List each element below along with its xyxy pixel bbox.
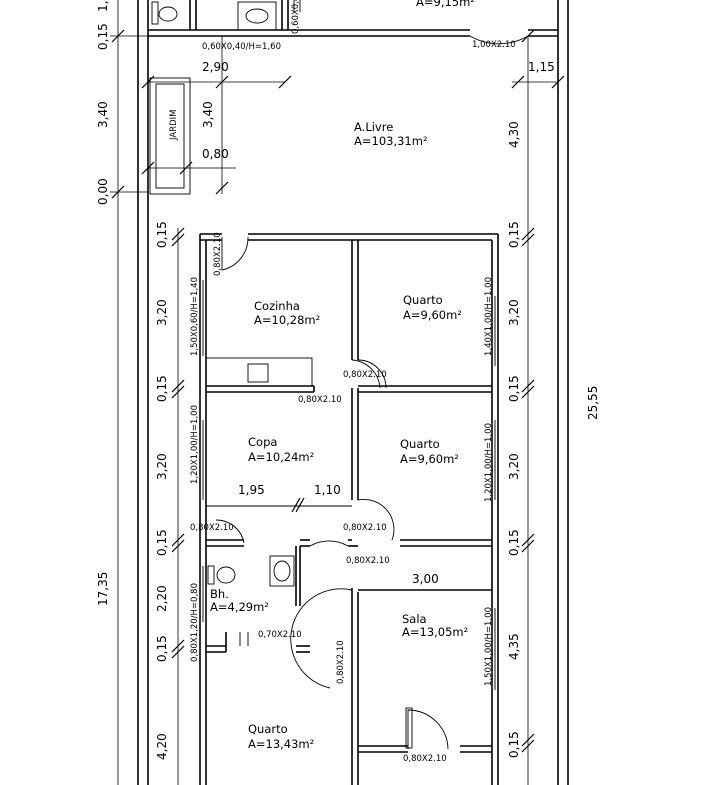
cozinha-name: Cozinha [254,299,300,313]
svg-text:3,40: 3,40 [96,101,110,128]
svg-text:2,20: 2,20 [155,585,169,612]
svg-text:0,15: 0,15 [96,23,110,50]
svg-text:1,20X1,00/H=1,00: 1,20X1,00/H=1,00 [190,405,200,484]
svg-text:0,15: 0,15 [155,375,169,402]
svg-text:0,15: 0,15 [507,375,521,402]
room-labels: Cozinha A=10,28m² Quarto A=9,60m² Copa A… [210,293,468,751]
svg-text:0,80X2.10: 0,80X2.10 [346,556,390,566]
svg-text:0,80X2.10: 0,80X2.10 [190,523,234,533]
kitchen-sink-icon [247,363,269,383]
top-partial-building: A=9,15m² [148,0,558,45]
top-room-area: A=9,15m² [416,0,475,9]
svg-text:0,15: 0,15 [507,731,521,758]
svg-text:1,10: 1,10 [314,483,341,497]
inner-dimension-texts: 1,95 1,10 3,00 [238,483,492,591]
svg-text:0,15: 0,15 [155,635,169,662]
quarto1-name: Quarto [403,293,443,307]
doors [215,236,449,750]
svg-text:0,15: 0,15 [155,529,169,556]
quarto3-name: Quarto [248,722,288,736]
dim-340-inner: 3,40 [201,101,215,128]
svg-text:0,80X2.10: 0,80X2.10 [403,754,447,764]
svg-text:0,15: 0,15 [507,221,521,248]
bh-sink-icon [269,555,295,587]
svg-text:1,50X0,60/H=1,40: 1,50X0,60/H=1,40 [190,277,200,356]
left-dimension-texts: 0,15 1, 3,40 0,00 17,35 [96,1,110,606]
svg-text:0,80X2.10: 0,80X2.10 [298,395,342,405]
svg-text:1,00X2.10: 1,00X2.10 [472,40,516,50]
copa-name: Copa [248,435,277,449]
bh-area: A=4,29m² [210,600,269,614]
copa-area: A=10,24m² [248,450,314,464]
quarto2-name: Quarto [400,437,440,451]
svg-text:1,95: 1,95 [238,483,265,497]
svg-text:0,70X2.10: 0,70X2.10 [258,630,302,640]
svg-text:3,20: 3,20 [155,299,169,326]
svg-text:3,20: 3,20 [507,299,521,326]
svg-text:1,50X1,00/H=1,00: 1,50X1,00/H=1,00 [484,607,494,686]
lot-lines [137,0,569,785]
svg-text:0,80X2.10: 0,80X2.10 [343,370,387,380]
garden-area: A.Livre A=103,31m² JARDIM 2,90 3,40 0,80… [141,36,565,195]
svg-text:0,60X0,40: 0,60X0,40 [291,0,301,34]
house-walls [199,233,499,785]
livre-name: A.Livre [354,120,393,134]
jardim-label: JARDIM [169,110,179,141]
svg-text:4,30: 4,30 [507,121,521,148]
svg-text:0,80X2.10: 0,80X2.10 [213,232,223,276]
dim-080: 0,80 [202,147,229,161]
svg-text:3,20: 3,20 [507,453,521,480]
dim-290: 2,90 [202,60,229,74]
inner-left-dimensions: 0,15 3,20 0,15 3,20 0,15 2,20 0,15 4,20 [155,221,185,785]
sink-icon [237,1,277,31]
quarto2-area: A=9,60m² [400,452,459,466]
bh-name: Bh. [210,587,229,601]
svg-text:4,35: 4,35 [507,633,521,660]
svg-text:3,00: 3,00 [412,572,439,586]
svg-text:1,40X1,00/H=1,00: 1,40X1,00/H=1,00 [484,277,494,356]
sala-area: A=13,05m² [402,625,468,639]
svg-text:17,35: 17,35 [96,572,110,606]
svg-text:0,80X2.10: 0,80X2.10 [336,640,346,684]
opening-labels: 0,60X0,40/H=1,60 1,00X2.10 0,60X0,40 0,8… [190,0,516,764]
svg-text:1,20X1,00/H=1,00: 1,20X1,00/H=1,00 [484,423,494,502]
svg-text:0,15: 0,15 [507,529,521,556]
bh-toilet-icon [216,566,236,584]
svg-text:0,60X0,40/H=1,60: 0,60X0,40/H=1,60 [202,42,281,52]
svg-text:0,80X1,20/H=0,80: 0,80X1,20/H=0,80 [190,583,200,662]
svg-text:0,15: 0,15 [155,221,169,248]
svg-text:4,20: 4,20 [155,733,169,760]
cozinha-area: A=10,28m² [254,313,320,327]
quarto1-area: A=9,60m² [403,308,462,322]
svg-text:1,: 1, [96,1,110,12]
quarto3-area: A=13,43m² [248,737,314,751]
total-length: 25,55 [586,386,600,420]
dim-115: 1,15 [528,60,555,74]
toilet-icon [158,6,178,22]
svg-text:0,80X2.10: 0,80X2.10 [343,523,387,533]
sala-name: Sala [402,612,427,626]
livre-area: A=103,31m² [354,134,428,148]
left-dimension-line [110,0,148,785]
right-dimensions: 4,30 0,15 3,20 0,15 3,20 0,15 4,35 0,15 … [507,29,600,785]
svg-text:0,00: 0,00 [96,178,110,205]
svg-text:3,20: 3,20 [155,453,169,480]
